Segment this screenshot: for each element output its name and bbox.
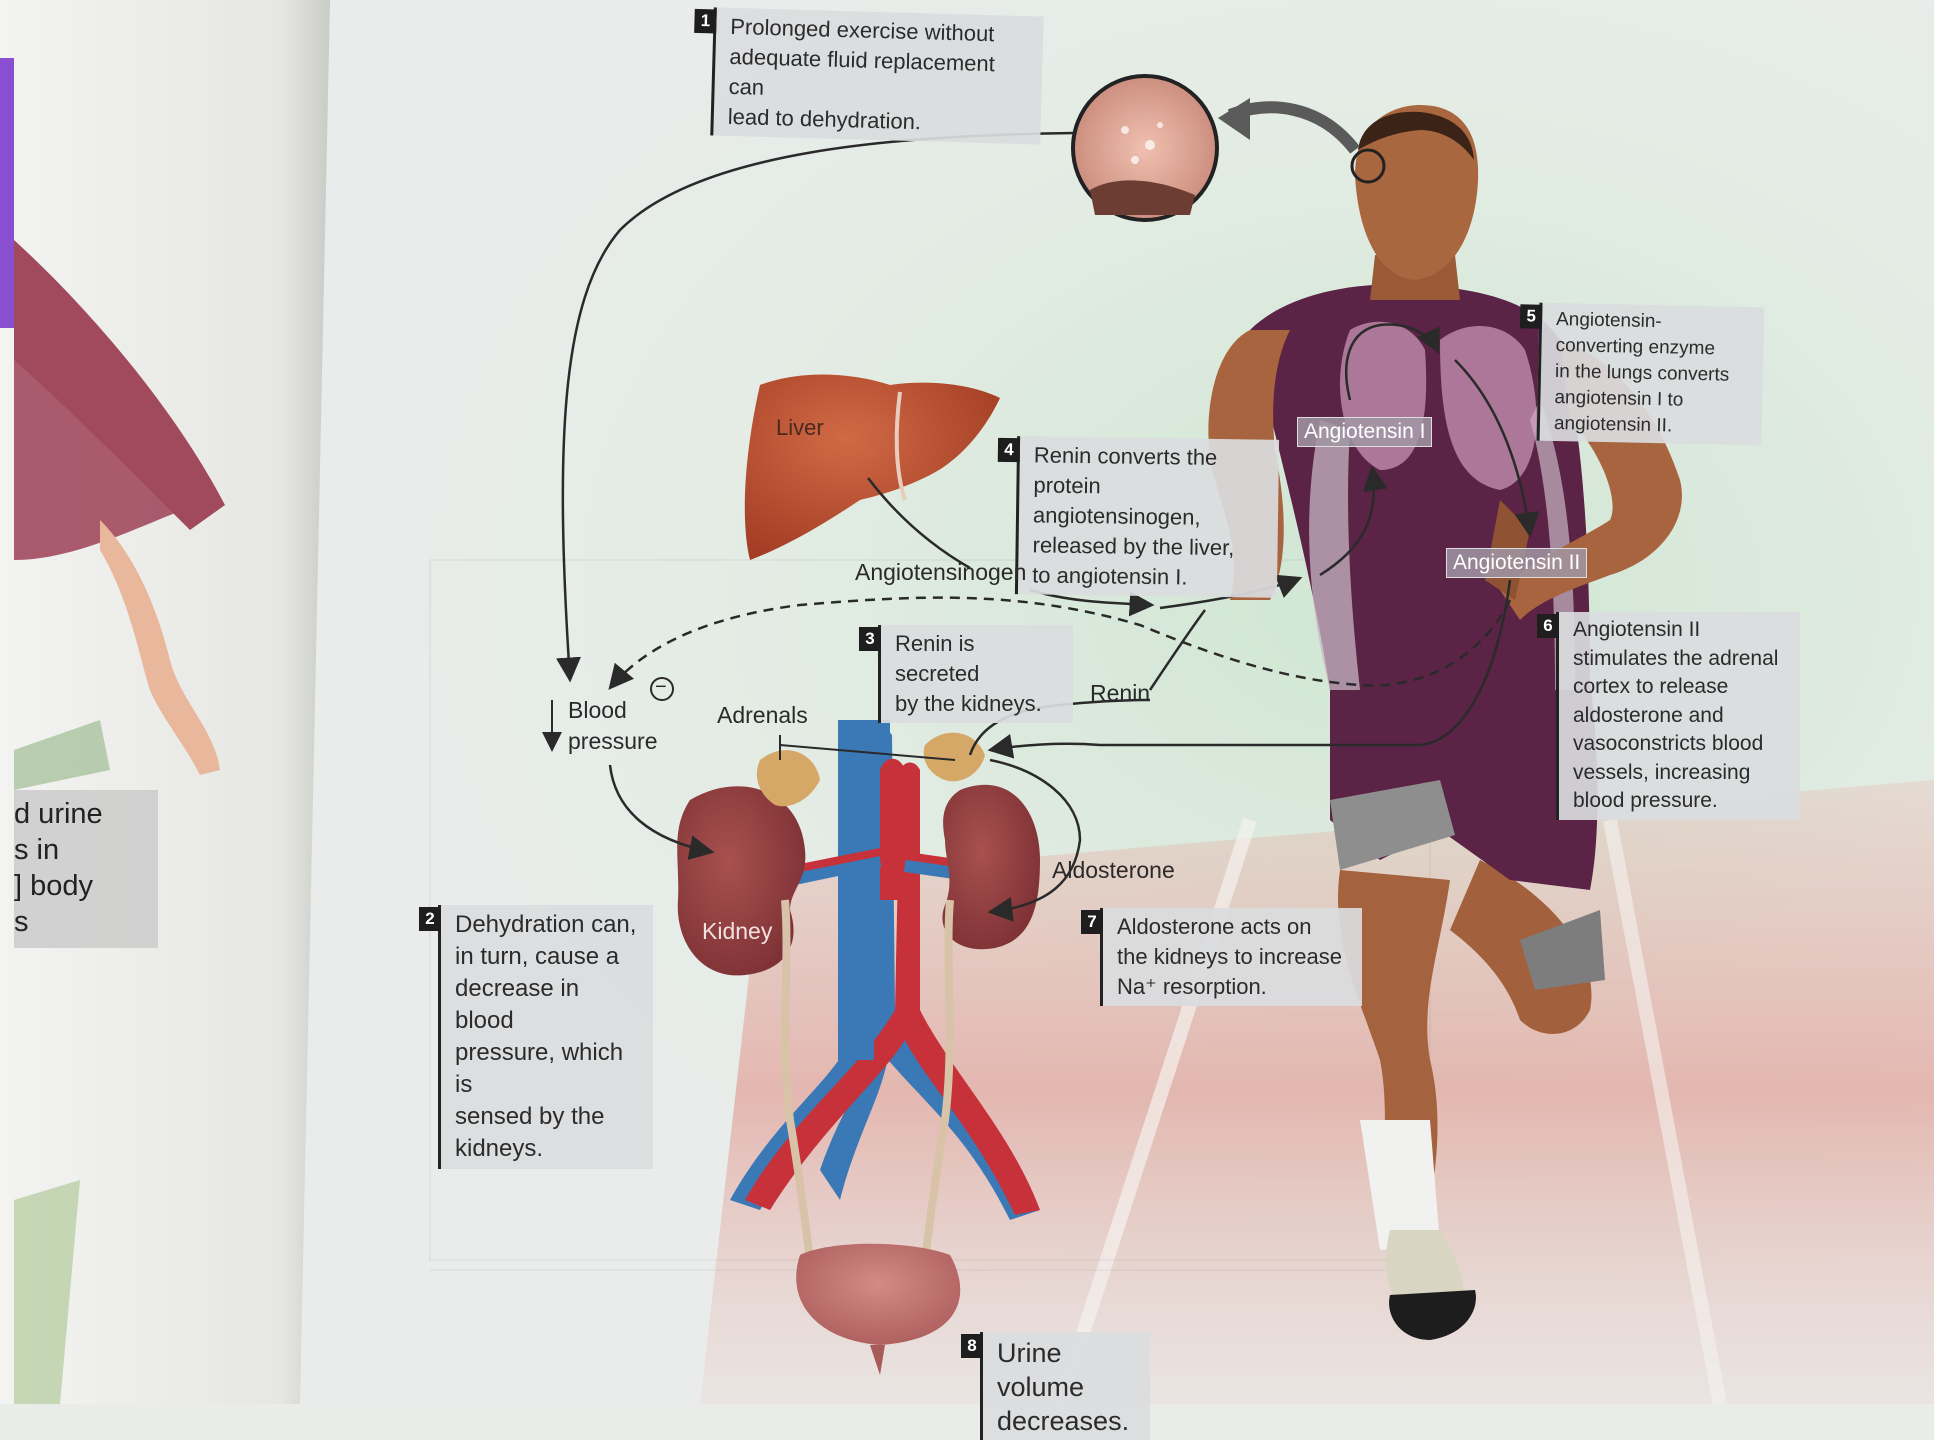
step-number: 5: [1520, 304, 1542, 328]
step-number: 7: [1081, 910, 1103, 934]
step-5-caption: 5 Angiotensin- converting enzyme in the …: [1537, 303, 1765, 446]
step-4-caption: 4 Renin converts the protein angiotensin…: [1015, 436, 1279, 598]
step-number: 4: [998, 438, 1020, 462]
step-8-caption: 8 Urine volume decreases.: [980, 1332, 1150, 1440]
aldosterone-label: Aldosterone: [1052, 855, 1175, 886]
step-number: 2: [419, 907, 441, 931]
step-text: Aldosterone acts on the kidneys to incre…: [1117, 912, 1350, 1002]
angiotensin-ii-label: Angiotensin II: [1446, 548, 1587, 578]
step-1-caption: 1 Prolonged exercise without adequate fl…: [710, 7, 1043, 144]
step-text: Prolonged exercise without adequate flui…: [727, 12, 1031, 140]
step-number: 8: [961, 1334, 983, 1358]
step-text: Renin is secreted by the kidneys.: [895, 629, 1061, 719]
step-3-caption: 3 Renin is secreted by the kidneys.: [878, 625, 1073, 723]
accent-tab: [0, 58, 14, 328]
step-number: 3: [859, 627, 881, 651]
angiotensin-i-label: Angiotensin I: [1297, 417, 1432, 447]
step-number: 6: [1537, 614, 1559, 638]
step-6-caption: 6 Angiotensin II stimulates the adrenal …: [1556, 612, 1800, 820]
inhibition-symbol: −: [655, 672, 667, 703]
renin-label: Renin: [1090, 678, 1150, 709]
diagram-stage: d urine s in ] body s 1 Prolonged exerci…: [0, 0, 1934, 1404]
kidney-label: Kidney: [702, 916, 772, 947]
step-text: Dehydration can, in turn, cause a decrea…: [455, 909, 641, 1165]
blood-pressure-label: Blood pressure: [568, 695, 657, 757]
step-text: Urine volume decreases.: [997, 1336, 1138, 1438]
step-number: 1: [694, 9, 717, 34]
adrenals-label: Adrenals: [717, 700, 808, 731]
left-page-text: d urine s in ] body s: [14, 790, 158, 948]
step-text: Angiotensin II stimulates the adrenal co…: [1573, 616, 1788, 816]
angiotensinogen-label: Angiotensinogen: [855, 557, 1026, 588]
step-text: Renin converts the protein angiotensinog…: [1032, 440, 1267, 593]
step-2-caption: 2 Dehydration can, in turn, cause a decr…: [438, 905, 653, 1169]
liver-label: Liver: [776, 412, 824, 443]
step-text: Angiotensin- converting enzyme in the lu…: [1554, 307, 1753, 441]
step-7-caption: 7 Aldosterone acts on the kidneys to inc…: [1100, 908, 1362, 1006]
